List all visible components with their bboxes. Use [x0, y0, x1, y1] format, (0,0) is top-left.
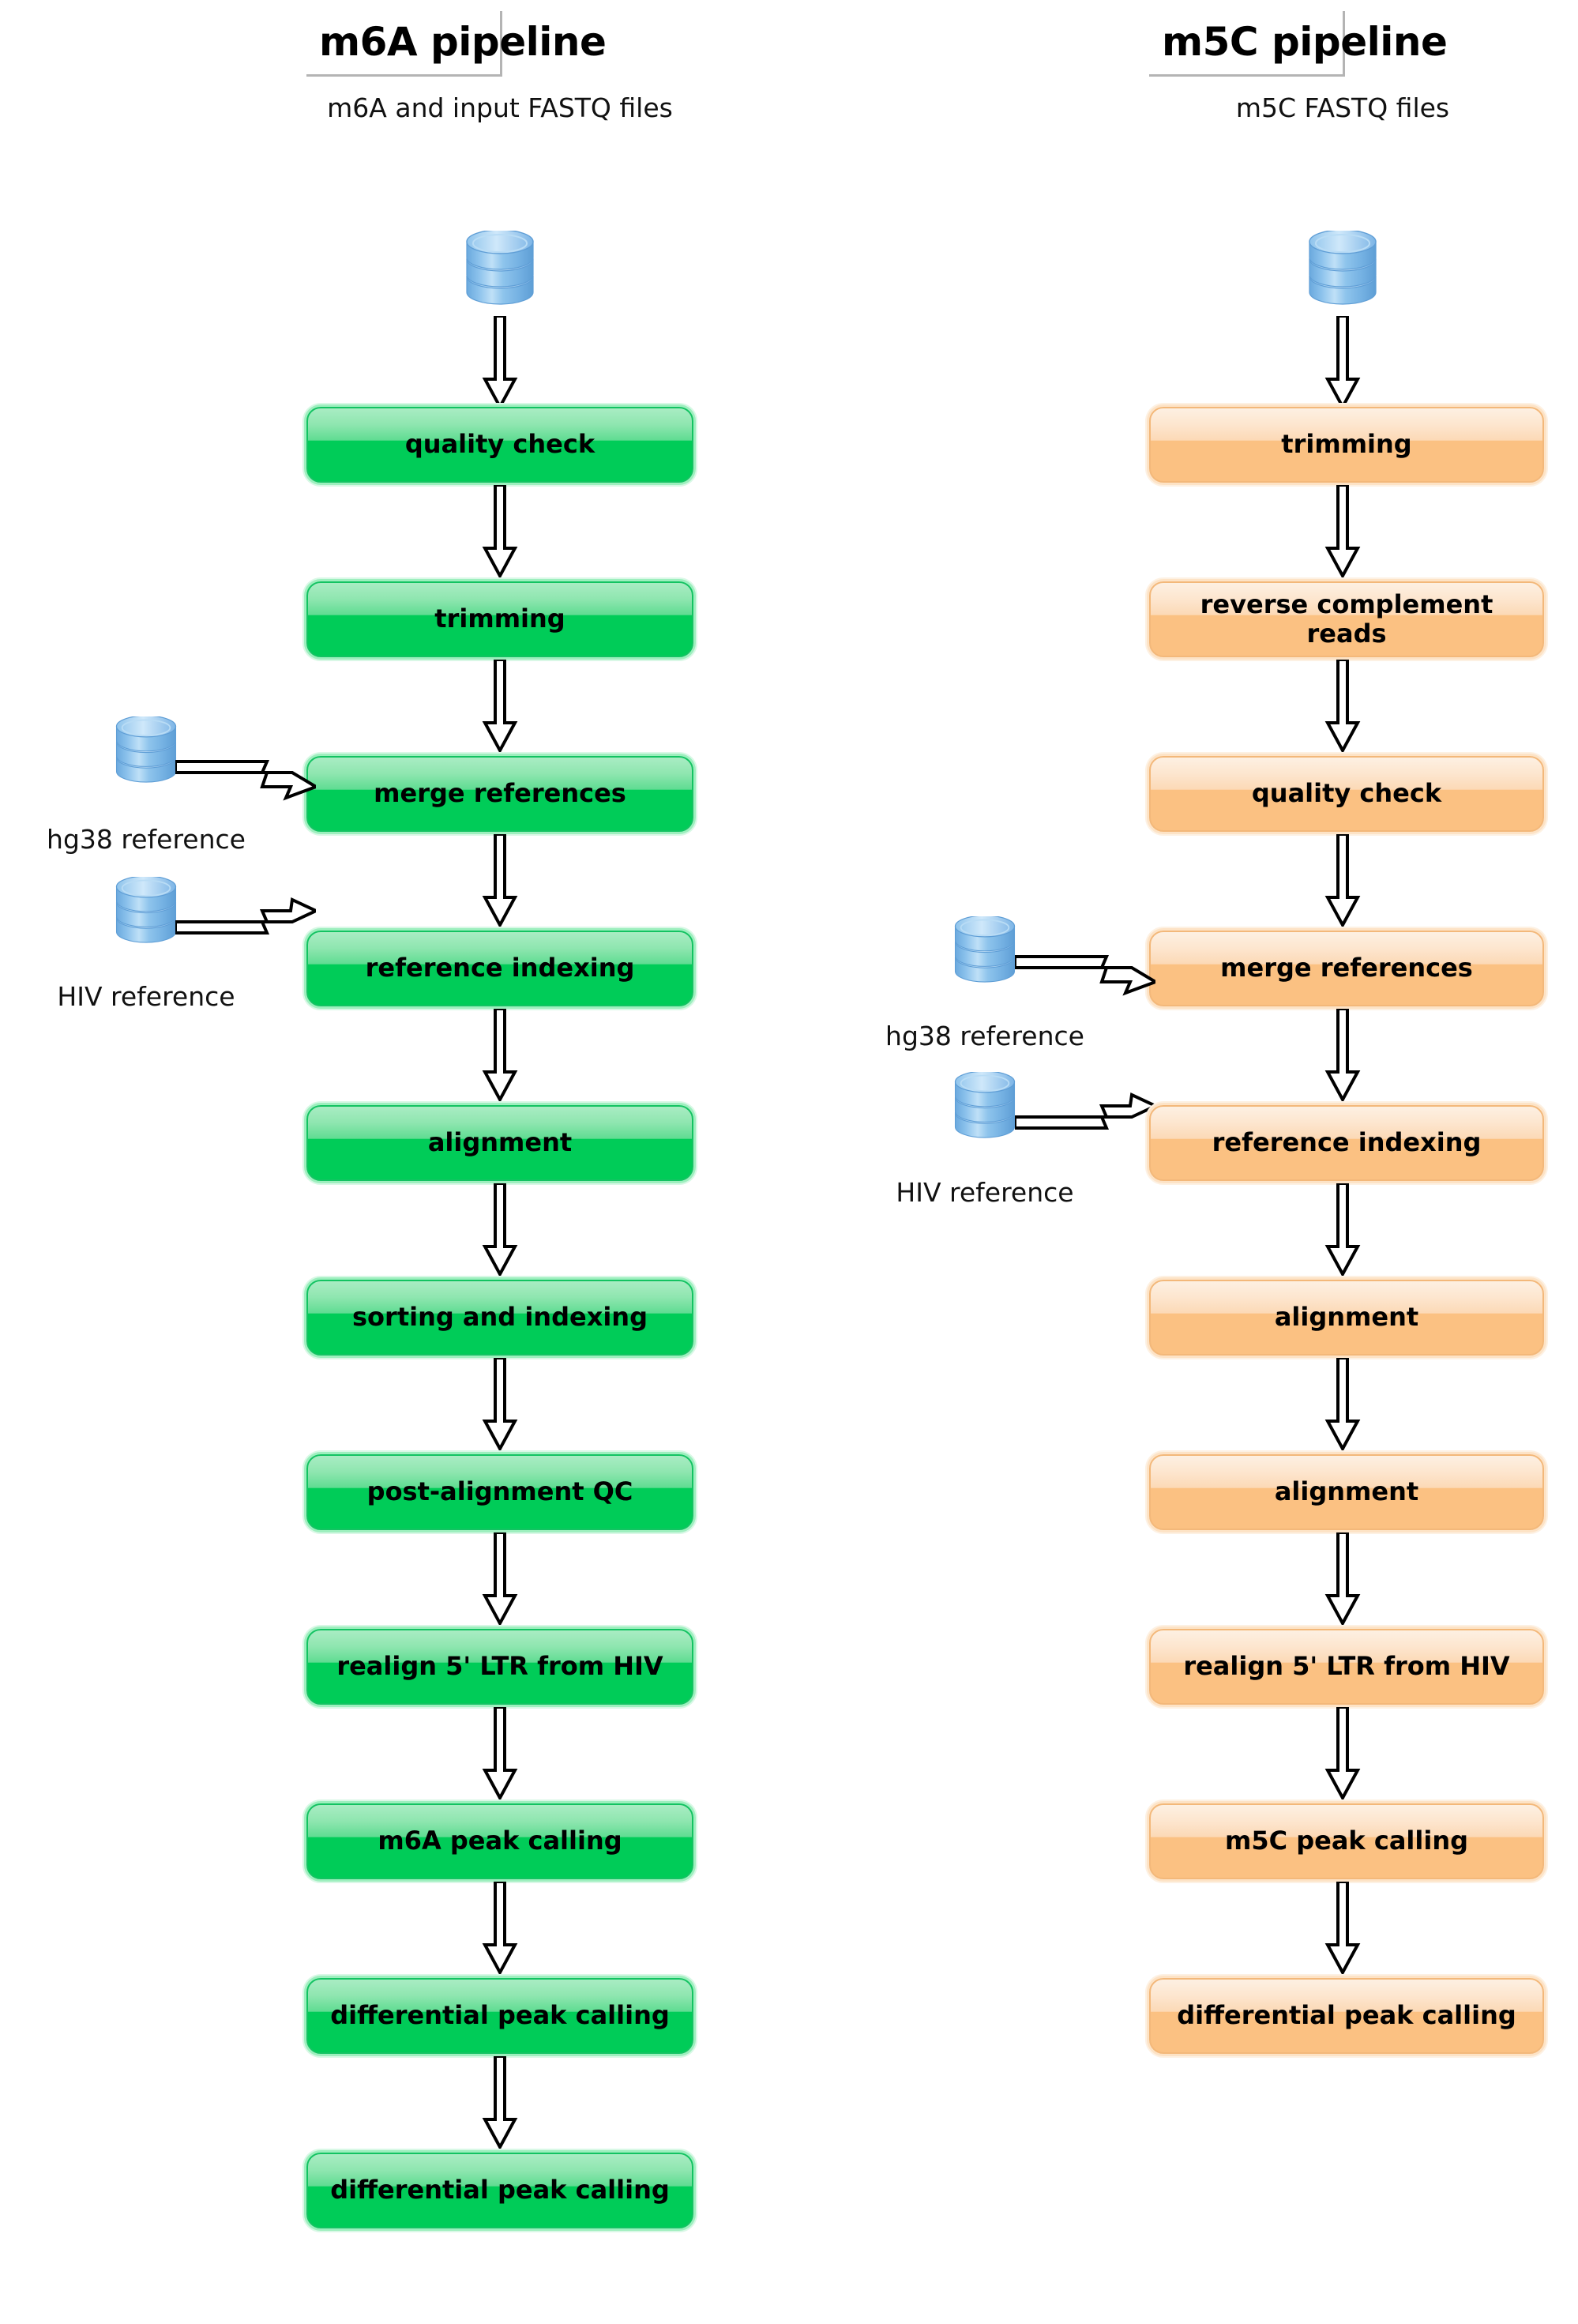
node-label: alignment [1274, 1476, 1419, 1507]
side-input-caption-hiv-m6a: HIV reference [57, 981, 235, 1012]
node-m5c-6[interactable]: alignment [1149, 1280, 1544, 1356]
node-m6a-5[interactable]: alignment [306, 1105, 693, 1181]
node-label: differential peak calling [1177, 2000, 1516, 2031]
input-caption-m5c: m5C FASTQ files [1235, 92, 1450, 123]
node-label: realign 5' LTR from HIV [336, 1651, 663, 1682]
flow-arrow [1319, 1007, 1366, 1105]
node-label: trimming [434, 604, 565, 634]
database-icon [945, 915, 1024, 998]
node-m6a-7[interactable]: post-alignment QC [306, 1454, 693, 1530]
node-label: differential peak calling [330, 2000, 670, 2031]
flow-arrow [476, 833, 524, 931]
node-m5c-8[interactable]: realign 5' LTR from HIV [1149, 1629, 1544, 1705]
flow-arrow [476, 1007, 524, 1105]
flow-arrow [1319, 833, 1366, 931]
database-icon [1298, 229, 1387, 322]
node-m5c-7[interactable]: alignment [1149, 1454, 1544, 1530]
database-icon [107, 715, 186, 799]
node-m5c-9[interactable]: m5C peak calling [1149, 1803, 1544, 1879]
node-label: m6A peak calling [378, 1826, 622, 1856]
node-label: differential peak calling [330, 2175, 670, 2206]
flow-arrow [476, 2055, 524, 2153]
flow-arrow [476, 1182, 524, 1280]
flow-arrow [1319, 658, 1366, 756]
flow-arrow [476, 483, 524, 581]
flow-arrow [1319, 1705, 1366, 1803]
node-m6a-2[interactable]: trimming [306, 581, 693, 657]
flow-arrow-diagonal [174, 755, 320, 806]
node-m6a-1[interactable]: quality check [306, 407, 693, 483]
flow-arrow [1319, 1880, 1366, 1978]
node-m5c-2[interactable]: reverse complement reads [1149, 581, 1544, 657]
node-label: trimming [1281, 429, 1412, 460]
node-label: post-alignment QC [366, 1476, 633, 1507]
node-label: reverse complement reads [1200, 589, 1493, 649]
node-label: reference indexing [1212, 1127, 1482, 1158]
flow-arrow [1319, 1531, 1366, 1629]
flow-arrow [476, 658, 524, 756]
pipeline-title-m6a: m6A pipeline [306, 11, 607, 77]
node-m5c-10[interactable]: differential peak calling [1149, 1978, 1544, 2054]
node-label: merge references [1220, 953, 1473, 983]
flow-arrow [1319, 1182, 1366, 1280]
flow-arrow-diagonal [174, 895, 320, 946]
database-icon [456, 229, 544, 322]
node-m5c-4[interactable]: merge references [1149, 931, 1544, 1006]
node-m5c-3[interactable]: quality check [1149, 756, 1544, 832]
node-label: quality check [404, 429, 596, 460]
flow-arrow [476, 1356, 524, 1454]
flow-arrow [476, 1880, 524, 1978]
node-label: realign 5' LTR from HIV [1183, 1651, 1510, 1682]
node-label: quality check [1251, 778, 1442, 809]
node-m5c-5[interactable]: reference indexing [1149, 1105, 1544, 1181]
flow-arrow [476, 1705, 524, 1803]
flow-arrow [476, 314, 524, 412]
pipeline-title-m5c: m5C pipeline [1149, 11, 1448, 77]
flow-arrow [1319, 1356, 1366, 1454]
node-label: reference indexing [365, 953, 635, 983]
node-m6a-9[interactable]: m6A peak calling [306, 1803, 693, 1879]
node-m6a-10[interactable]: differential peak calling [306, 1978, 693, 2054]
node-m6a-11[interactable]: differential peak calling [306, 2153, 693, 2228]
flow-arrow [476, 1531, 524, 1629]
side-input-caption-hiv-m5c: HIV reference [896, 1177, 1074, 1208]
node-m6a-6[interactable]: sorting and indexing [306, 1280, 693, 1356]
node-m5c-1[interactable]: trimming [1149, 407, 1544, 483]
flow-arrow [1319, 314, 1366, 412]
database-icon [107, 875, 186, 959]
node-label: merge references [374, 778, 626, 809]
node-m6a-3[interactable]: merge references [306, 756, 693, 832]
input-caption-m6a: m6A and input FASTQ files [327, 92, 673, 123]
node-label: alignment [1274, 1302, 1419, 1333]
flow-arrow-diagonal [1013, 1090, 1159, 1141]
side-input-caption-hg38-m6a: hg38 reference [47, 824, 246, 855]
flow-arrow-diagonal [1013, 950, 1159, 1001]
node-m6a-4[interactable]: reference indexing [306, 931, 693, 1006]
database-icon [945, 1070, 1024, 1154]
node-label: m5C peak calling [1224, 1826, 1468, 1856]
node-label: sorting and indexing [352, 1302, 648, 1333]
node-label: alignment [427, 1127, 573, 1158]
flow-arrow [1319, 483, 1366, 581]
node-m6a-8[interactable]: realign 5' LTR from HIV [306, 1629, 693, 1705]
side-input-caption-hg38-m5c: hg38 reference [885, 1021, 1084, 1051]
